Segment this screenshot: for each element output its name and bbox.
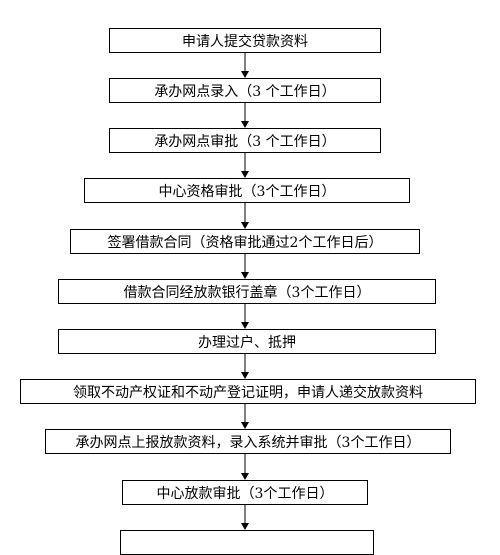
step-collect-certificates: 领取不动产权证和不动产登记证明，申请人递交放款资料: [20, 379, 476, 404]
loan-flowchart: 申请人提交贷款资料 承办网点录入（3 个工作日） 承办网点审批（3 个工作日） …: [20, 28, 476, 555]
step-center-qualification-approval: 中心资格审批（3个工作日）: [84, 178, 410, 203]
step-sign-loan-contract: 签署借款合同（资格审批通过2个工作日后）: [70, 229, 420, 254]
step-transfer-mortgage: 办理过户、抵押: [58, 329, 436, 354]
arrow-head-4: [241, 272, 249, 279]
arrow-head-0: [241, 71, 249, 78]
arrow-head-3: [241, 222, 249, 229]
step-center-disbursement-approval: 中心放款审批（3个工作日）: [122, 480, 368, 505]
flow-connectors: [241, 53, 249, 530]
arrow-head-2: [241, 171, 249, 178]
step-branch-report-disbursement: 承办网点上报放款资料，录入系统并审批（3个工作日）: [45, 429, 451, 454]
step-branch-entry: 承办网点录入（3 个工作日）: [109, 78, 381, 103]
arrow-head-5: [241, 322, 249, 329]
step-bank-stamp-contract: 借款合同经放款银行盖章（3个工作日）: [58, 279, 436, 304]
step-branch-approval: 承办网点审批（3 个工作日）: [109, 128, 381, 153]
arrow-head-9: [241, 523, 249, 530]
arrow-head-1: [241, 121, 249, 128]
arrow-head-6: [241, 372, 249, 379]
step-partial-bottom: [120, 530, 374, 555]
step-submit-loan-materials: 申请人提交贷款资料: [109, 28, 381, 53]
arrow-head-7: [241, 422, 249, 429]
arrow-head-8: [241, 473, 249, 480]
